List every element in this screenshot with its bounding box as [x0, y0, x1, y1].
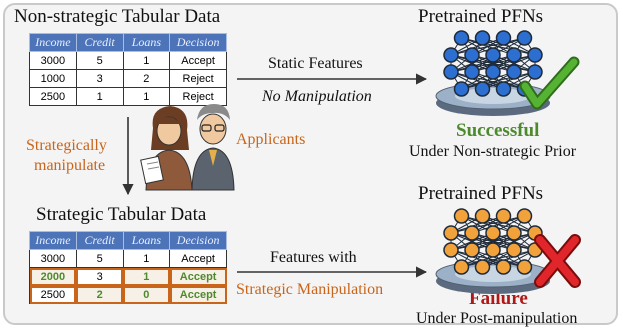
network-edge — [450, 232, 515, 251]
network-edge — [450, 37, 504, 56]
network-edge — [461, 249, 536, 268]
network-node — [443, 64, 459, 80]
network-edge — [482, 249, 536, 268]
table-cell: Reject — [169, 69, 227, 88]
network-edge — [471, 215, 525, 234]
network-node — [485, 242, 501, 258]
manipulated-cell: 2 — [75, 285, 124, 304]
strategic-table: Income Credit Loans Decision 3000 5 1 Ac… — [29, 231, 227, 304]
column-header: Credit — [75, 33, 124, 52]
table-cell: Reject — [169, 87, 227, 106]
post-manipulation-caption: Under Post-manipulation — [416, 310, 578, 327]
network-node — [485, 47, 501, 63]
network-node — [506, 242, 522, 258]
strategic-manipulation-label: Strategic Manipulation — [236, 281, 384, 298]
network-node — [453, 259, 470, 275]
network-node — [443, 225, 459, 241]
successful-label: Successful — [456, 120, 540, 141]
non-strategic-table: Income Credit Loans Decision 3000 5 1 Ac… — [29, 33, 227, 106]
network-node — [485, 64, 501, 80]
neural-network-icon — [435, 208, 551, 294]
applicants-label: Applicants — [236, 131, 306, 148]
table-row: 2500 1 1 Reject — [29, 87, 227, 106]
applicant-woman-icon — [140, 106, 193, 191]
network-node — [464, 64, 480, 80]
network-node — [474, 208, 491, 224]
static-features-label: Static Features — [268, 55, 363, 72]
network-node — [516, 259, 533, 275]
manipulated-cell: Accept — [169, 285, 227, 304]
network-node — [474, 259, 491, 275]
column-header: Loans — [122, 231, 171, 250]
network-node — [506, 64, 522, 80]
table-cell: 3000 — [29, 51, 77, 70]
manipulated-cell: 2000 — [29, 267, 77, 286]
network-edge — [450, 37, 525, 56]
network-edge — [471, 54, 536, 73]
network-node — [485, 225, 501, 241]
no-manipulation-label: No Manipulation — [262, 88, 372, 105]
table-row: 2000 3 1 Accept — [29, 267, 227, 286]
table-row: 3000 5 1 Accept — [29, 51, 227, 70]
network-node — [474, 81, 491, 97]
pfn-bottom-title: Pretrained PFNs — [418, 183, 544, 204]
neural-network-icon — [435, 30, 551, 116]
network-node — [443, 242, 459, 258]
network-node — [464, 47, 480, 63]
column-header: Credit — [75, 231, 124, 250]
column-header: Income — [29, 33, 77, 52]
network-edge — [471, 37, 525, 56]
strategically-label: Strategically — [26, 137, 107, 154]
non-strategic-prior-caption: Under Non-strategic Prior — [409, 143, 577, 160]
network-edge — [450, 215, 525, 234]
network-node — [495, 81, 512, 97]
network-node — [453, 208, 470, 224]
table-row: 2500 2 0 Accept — [29, 285, 227, 304]
network-edge — [450, 215, 504, 234]
network-node — [527, 47, 543, 63]
bottom-table-title: Strategic Tabular Data — [36, 204, 207, 225]
network-node — [464, 225, 480, 241]
table-header-row: Income Credit Loans Decision — [29, 33, 227, 52]
network-node — [474, 30, 491, 46]
x-mark-icon — [534, 234, 581, 288]
table-cell: 5 — [75, 249, 124, 268]
table-cell: 1 — [75, 87, 124, 106]
network-edge — [461, 249, 515, 268]
pfn-top-title: Pretrained PFNs — [418, 6, 544, 27]
network-edge — [461, 71, 536, 90]
network-node — [506, 225, 522, 241]
table-cell: 1000 — [29, 69, 77, 88]
network-edge — [471, 232, 536, 251]
network-node — [495, 30, 512, 46]
network-node — [443, 47, 459, 63]
network-node — [464, 242, 480, 258]
network-node — [527, 64, 543, 80]
applicant-man-icon — [191, 104, 235, 191]
manipulated-cell: 0 — [122, 285, 171, 304]
table-header-row: Income Credit Loans Decision — [29, 231, 227, 250]
network-node — [453, 81, 470, 97]
network-node — [495, 208, 512, 224]
manipulate-label: manipulate — [34, 157, 106, 174]
column-header: Decision — [169, 231, 227, 250]
network-edge — [450, 54, 515, 73]
network-node — [453, 30, 470, 46]
features-with-label: Features with — [270, 249, 357, 266]
table-cell: 2500 — [29, 87, 77, 106]
column-header: Loans — [122, 33, 171, 52]
manipulated-cell: Accept — [169, 267, 227, 286]
network-node — [516, 208, 533, 224]
network-node — [516, 30, 533, 46]
network-node — [495, 259, 512, 275]
network-edge — [461, 71, 515, 90]
network-edge — [482, 71, 536, 90]
network-node — [506, 47, 522, 63]
top-table-title: Non-strategic Tabular Data — [14, 6, 221, 27]
table-cell: 2500 — [29, 285, 77, 304]
table-row: 1000 3 2 Reject — [29, 69, 227, 88]
checkmark-icon — [519, 56, 580, 110]
